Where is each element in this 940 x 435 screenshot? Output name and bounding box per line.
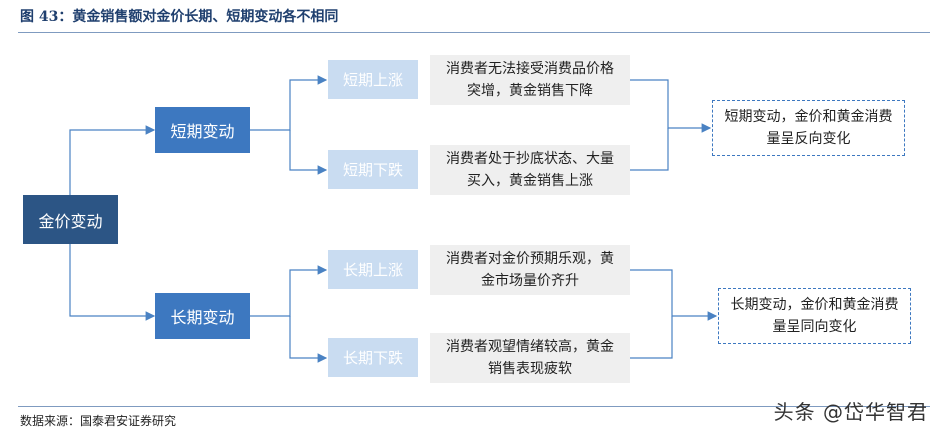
root-node: 金价变动 [23, 195, 118, 244]
long-rise-node: 长期上涨 [328, 250, 418, 289]
connector-long-concl-bottom [630, 316, 673, 359]
connector-long-fall [289, 316, 328, 363]
short-term-node: 短期变动 [155, 107, 250, 153]
short-fall-description: 消费者处于抄底状态、大量买入，黄金销售上涨 [430, 145, 630, 195]
long-term-node: 长期变动 [155, 293, 250, 339]
short-fall-node: 短期下跌 [328, 150, 418, 189]
long-fall-node: 长期下跌 [328, 338, 418, 377]
title-divider [18, 32, 930, 33]
short-rise-node: 短期上涨 [328, 60, 418, 99]
watermark: 头条 @岱华智君 [773, 400, 928, 424]
long-rise-description: 消费者对金价预期乐观，黄金市场量价齐升 [430, 245, 630, 295]
connector-root-long [69, 244, 156, 321]
long-fall-description: 消费者观望情绪较高，黄金销售表现疲软 [430, 333, 630, 383]
connector-long-concl-top [630, 269, 718, 321]
data-source: 数据来源：国泰君安证券研究 [20, 414, 177, 428]
connector-short-rise [250, 75, 328, 131]
short-rise-description: 消费者无法接受消费品价格突增，黄金销售下降 [430, 55, 630, 105]
connector-short-concl-top [630, 79, 712, 133]
connector-root-short [69, 125, 156, 195]
footer-divider [18, 406, 930, 407]
connector-short-fall [289, 130, 328, 175]
connector-short-concl-bottom [630, 128, 669, 171]
connector-long-rise [250, 265, 328, 317]
figure-title: 图 43：黄金销售额对金价长期、短期变动各不相同 [20, 9, 339, 25]
long-term-conclusion: 长期变动，金价和黄金消费量呈同向变化 [718, 288, 911, 344]
short-term-conclusion: 短期变动，金价和黄金消费量呈反向变化 [712, 100, 905, 156]
